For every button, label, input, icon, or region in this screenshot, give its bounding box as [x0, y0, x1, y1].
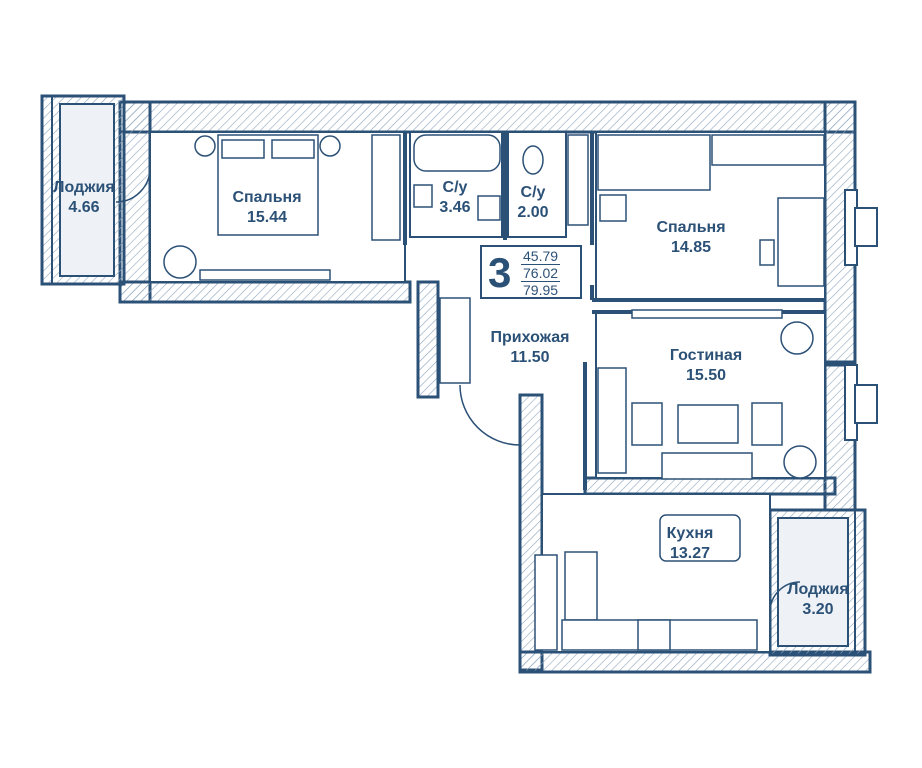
label-living-room: Гостиная 15.50: [670, 346, 742, 386]
label-bathroom-1: С/у 3.46: [439, 178, 470, 218]
living-furniture: [631, 309, 783, 480]
toilet: [522, 134, 589, 226]
room-name: Спальня: [232, 189, 302, 206]
room-area: 13.27: [669, 545, 711, 562]
room-area: 15.44: [246, 209, 288, 226]
label-loggia-right: Лоджия 3.20: [787, 580, 848, 620]
room-name: Лоджия: [787, 581, 849, 598]
plant-icons: [163, 245, 817, 479]
wardrobes: [371, 134, 825, 651]
room-area: 15.50: [685, 367, 727, 384]
room-area: 3.20: [802, 601, 834, 618]
label-loggia-left: Лоджия 4.66: [53, 178, 114, 218]
room-area: 11.50: [510, 349, 550, 366]
room-name: С/у: [520, 184, 546, 201]
area-list: 45.79 76.02 79.95: [521, 248, 561, 298]
apartment-summary-badge: 3 45.79 76.02 79.95: [480, 245, 582, 299]
room-name: Прихожая: [490, 329, 570, 346]
label-kitchen: Кухня 13.27: [667, 524, 714, 564]
room-area: 3.46: [439, 199, 471, 216]
total-area-with-loggias: 79.95: [523, 282, 559, 298]
label-bathroom-2: С/у 2.00: [517, 183, 548, 223]
bed-right: [597, 134, 825, 287]
room-name: Спальня: [656, 219, 726, 236]
label-bedroom-right: Спальня 14.85: [656, 218, 725, 258]
room-name: Кухня: [666, 525, 714, 542]
windows: [844, 189, 878, 441]
living-area: 45.79: [521, 248, 561, 265]
room-name: С/у: [442, 179, 468, 196]
door-swings: [115, 167, 801, 613]
room-name: Гостиная: [669, 347, 743, 364]
kitchen-furniture: [561, 514, 758, 651]
room-area: 4.66: [68, 199, 100, 216]
total-area: 76.02: [521, 265, 561, 282]
label-hallway: Прихожая 11.50: [491, 328, 570, 368]
rooms-count: 3: [488, 249, 512, 296]
bathtub: [413, 134, 501, 221]
bed-left: [194, 134, 341, 281]
label-bedroom-left: Спальня 15.44: [232, 188, 301, 228]
room-area: 2.00: [517, 204, 549, 221]
room-area: 14.85: [670, 239, 712, 256]
room-name: Лоджия: [53, 179, 115, 196]
